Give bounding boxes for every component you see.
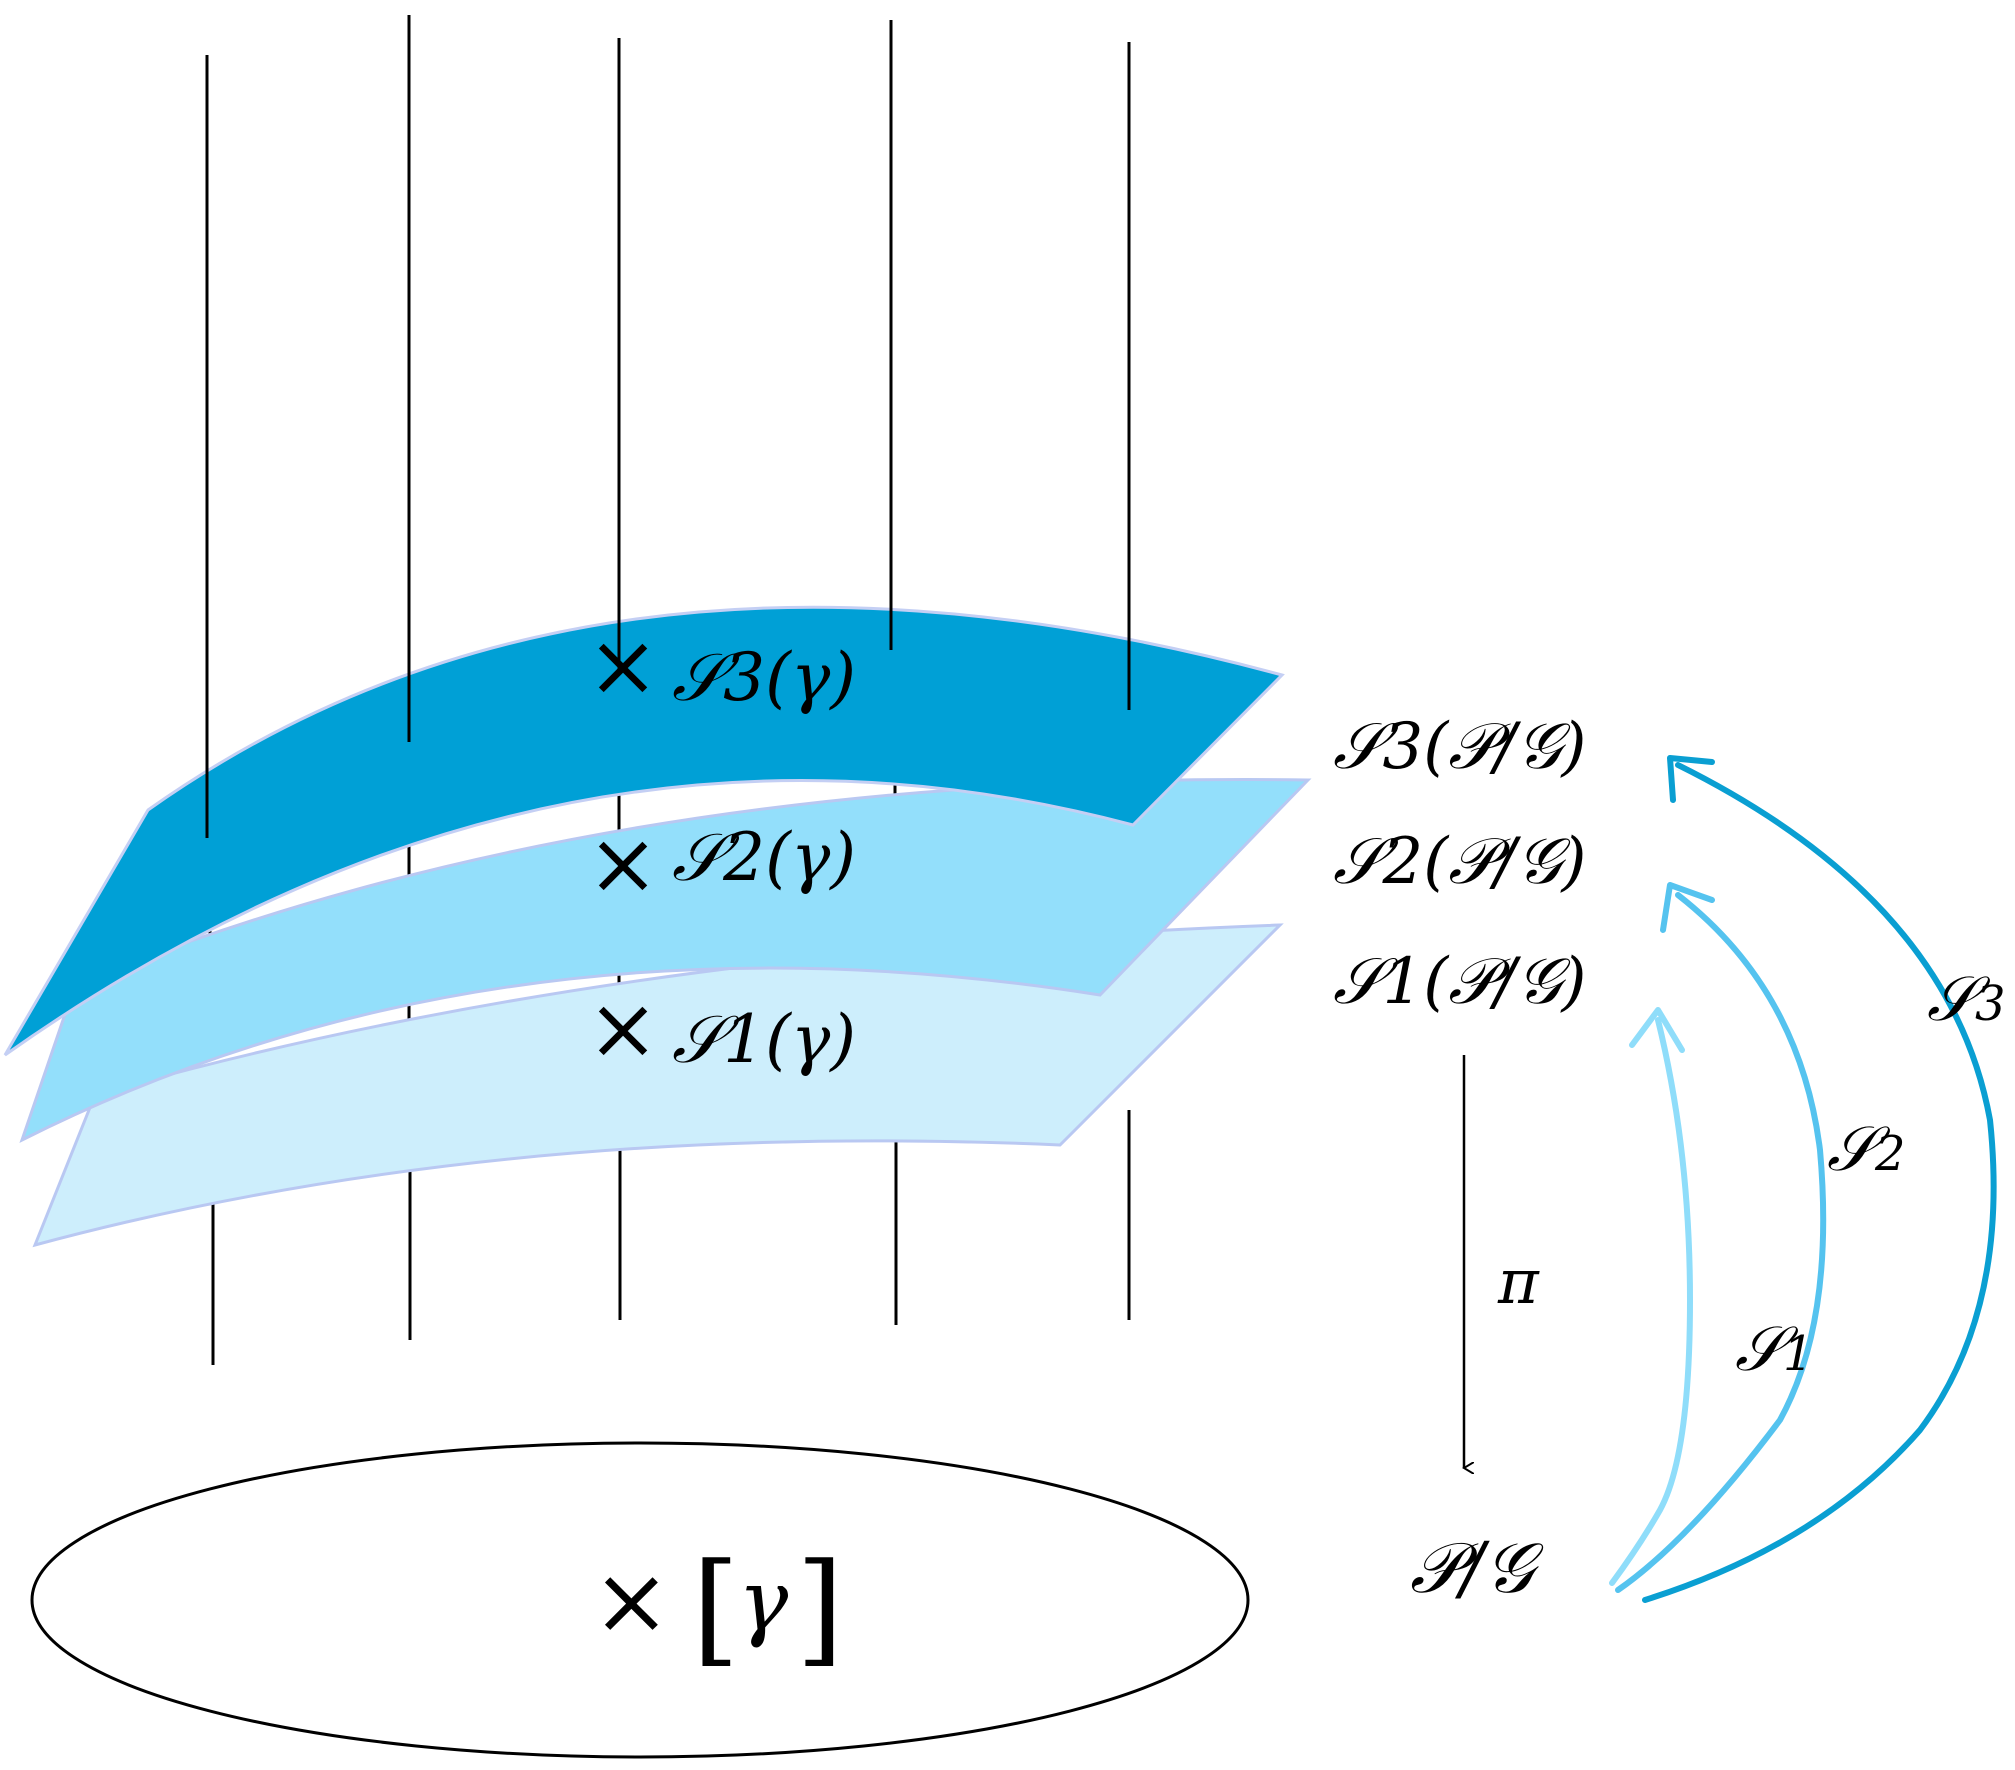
section-label-s3: 𝒮3(𝒫/𝒢) <box>1333 710 1586 784</box>
section-arrow-s3 <box>1642 762 1997 1603</box>
base-point-label: × [ γ ] <box>592 1537 844 1679</box>
base-space-ellipse <box>30 1441 1250 1759</box>
section-arrow-label-s3: 𝒮3 <box>1927 962 2006 1035</box>
cross-marker-s3: × <box>587 616 659 716</box>
base-space-label: 𝒫/𝒢 <box>1410 1527 1544 1609</box>
cross-marker-s1: × <box>587 979 659 1079</box>
fiber-lines-upper <box>205 15 1131 838</box>
sheet-label-s3: 𝒮3(γ) <box>672 639 856 716</box>
section-arrows <box>1609 755 1997 1603</box>
section-arrow-label-s2: 𝒮2 <box>1827 1112 1906 1185</box>
section-label-s1: 𝒮1(𝒫/𝒢) <box>1333 945 1586 1019</box>
cross-marker-s2: × <box>587 814 659 914</box>
section-sheet-3 <box>3 605 1285 1057</box>
section-arrow-s2-head <box>1660 882 1715 933</box>
base-point-right-bracket: ] <box>796 1537 844 1679</box>
section-sheet-1 <box>32 923 1284 1248</box>
sheet-label-s1: 𝒮1(γ) <box>672 1001 856 1078</box>
section-arrow-label-s1: 𝒮1 <box>1735 1312 1814 1385</box>
section-arrow-s2 <box>1615 892 1827 1593</box>
base-point-symbol: γ <box>738 1552 789 1650</box>
section-arrow-s1 <box>1609 1017 1693 1586</box>
base-point-cross: × <box>592 1547 671 1656</box>
section-label-s2: 𝒮2(𝒫/𝒢) <box>1333 825 1586 899</box>
section-sheet-2 <box>19 778 1312 1143</box>
sheet-label-s2: 𝒮2(γ) <box>672 819 856 896</box>
fiber-cross-markers: × × × <box>587 616 659 1079</box>
base-point-left-bracket: [ <box>692 1537 740 1679</box>
projection-label: π <box>1497 1245 1540 1318</box>
section-arrow-s3-head <box>1667 755 1715 803</box>
section-arrow-s1-head <box>1629 1007 1685 1053</box>
